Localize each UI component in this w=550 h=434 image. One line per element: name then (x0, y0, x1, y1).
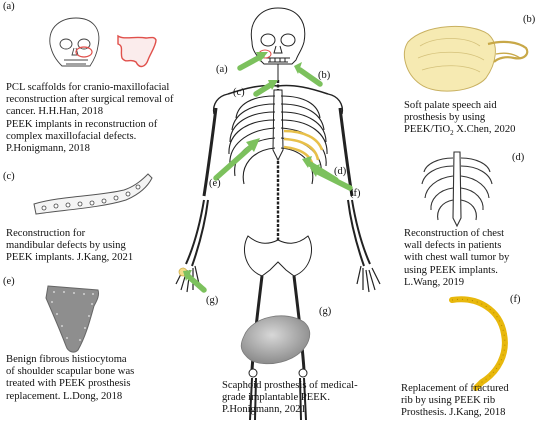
inset-a-scaffold (117, 34, 157, 68)
caption-f-line: Replacement of fractured (401, 383, 509, 394)
caption-a-line: PEEK implants in reconstruction of (6, 118, 158, 130)
caption-c-line: PEEK implants. J.Kang, 2021 (6, 252, 134, 264)
caption-d: Reconstruction of chest wall defects in … (404, 228, 509, 289)
arrow-e (213, 143, 255, 181)
label-f-body: (f) (350, 188, 361, 199)
caption-e-line: of shoulder scapular bone was (6, 366, 135, 378)
caption-a-line: complex maxillofacial defects. (6, 130, 137, 142)
caption-g-line: Scaphoid prosthesis of medical- (222, 380, 358, 391)
caption-f-line: rib by using PEEK rib (401, 395, 496, 407)
arrow-g (185, 273, 207, 293)
inset-b-palate (404, 25, 529, 92)
skeleton-pelvis (244, 235, 312, 277)
inset-d-chest-wall (421, 151, 493, 228)
label-g-body: (g) (206, 295, 219, 306)
skeleton-sternum (272, 89, 284, 162)
caption-b-author: X.Chen, 2020 (453, 124, 516, 136)
caption-g-line: P.Honigmann, 2021 (222, 404, 306, 416)
arrow-heads (183, 52, 320, 281)
caption-c-line: mandibular defects by using (6, 240, 126, 252)
inset-c-plate (33, 173, 153, 215)
caption-e-line: Benign fibrous histiocytoma (6, 354, 127, 365)
caption-a: PCL scaffolds for cranio-maxillofacial r… (6, 82, 173, 155)
caption-e: Benign fibrous histiocytoma of shoulder … (6, 354, 134, 403)
caption-f: Replacement of fractured rib by using PE… (401, 383, 509, 420)
skeleton-ribs (228, 95, 328, 185)
caption-a-line: P.Honigmann, 2018 (6, 143, 90, 155)
label-a-body: (a) (216, 64, 228, 75)
caption-b-line: prosthesis by using (404, 112, 486, 124)
caption-b-line: PEEK/TiO2 X.Chen, 2020 (404, 124, 515, 139)
label-e-left: (e) (3, 276, 15, 287)
label-b-top: (b) (523, 14, 536, 25)
inset-g-scaphoid (240, 315, 311, 365)
label-f-right: (f) (510, 294, 521, 305)
arrow-f (315, 169, 353, 191)
label-g-center: (g) (319, 306, 332, 317)
caption-b: Soft palate speech aid prosthesis by usi… (404, 100, 515, 140)
label-b-body: (b) (318, 70, 331, 81)
label-d-body: (d) (334, 166, 347, 177)
caption-d-line: using PEEK implants. (404, 264, 498, 276)
arrow-a (237, 53, 265, 71)
label-d-right: (d) (512, 152, 525, 163)
caption-c: Reconstruction for mandibular defects by… (6, 228, 133, 265)
caption-a-line: cancer. H.H.Han, 2018 (6, 106, 104, 118)
arrow-c (253, 81, 275, 97)
inset-a-defect (75, 46, 93, 58)
inset-f-rib-prosthesis (449, 296, 508, 391)
caption-a-line: reconstruction after surgical removal of (6, 94, 174, 106)
label-e-body: (e) (209, 178, 221, 189)
inset-e-scapula (45, 285, 99, 353)
caption-c-line: Reconstruction for (6, 228, 86, 239)
caption-b-subscript: 2 (450, 129, 454, 138)
caption-b-line: Soft palate speech aid (404, 100, 497, 111)
caption-b-material: PEEK/TiO (404, 124, 451, 136)
caption-e-line: treated with PEEK prosthesis (6, 378, 131, 390)
skeleton-clavicle-right (277, 84, 329, 95)
caption-a-line: PCL scaffolds for cranio-maxillofacial (6, 82, 170, 93)
caption-d-line: with chest wall tumor by (404, 252, 510, 264)
inset-a-skull (49, 17, 100, 67)
label-c-left: (c) (3, 171, 15, 182)
skeleton-arm-left (175, 107, 218, 293)
caption-g: Scaphoid prosthesis of medical- grade im… (222, 380, 358, 417)
label-a-top: (a) (3, 1, 15, 12)
caption-e-line: replacement. L.Dong, 2018 (6, 390, 123, 402)
caption-d-line: L.Wang, 2019 (404, 276, 465, 288)
caption-d-line: Reconstruction of chest (404, 228, 505, 239)
label-c-body: (c) (233, 87, 245, 98)
caption-g-line: grade implantable PEEK. (222, 392, 330, 404)
caption-f-line: Prosthesis. J.Kang, 2018 (401, 407, 506, 419)
caption-d-line: wall defects in patients (404, 240, 502, 252)
arrow-b (297, 67, 323, 87)
